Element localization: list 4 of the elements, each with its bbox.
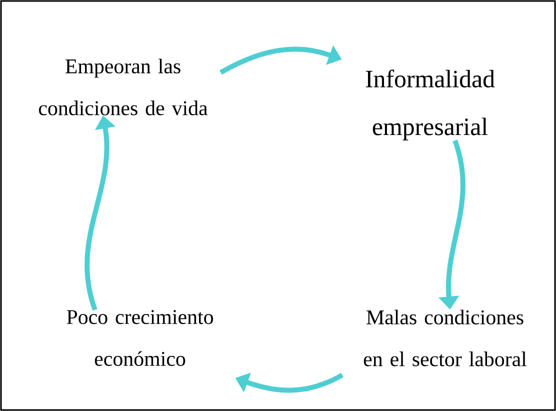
cycle-step-text: Empeoran las condiciones de vida	[38, 58, 208, 116]
cycle-step-text: Poco crecimiento económico	[66, 310, 214, 366]
cycle-step-text: Malas condiciones en el sector laboral	[364, 310, 526, 366]
cycle-step-text: Informalidad empresarial	[366, 70, 495, 140]
